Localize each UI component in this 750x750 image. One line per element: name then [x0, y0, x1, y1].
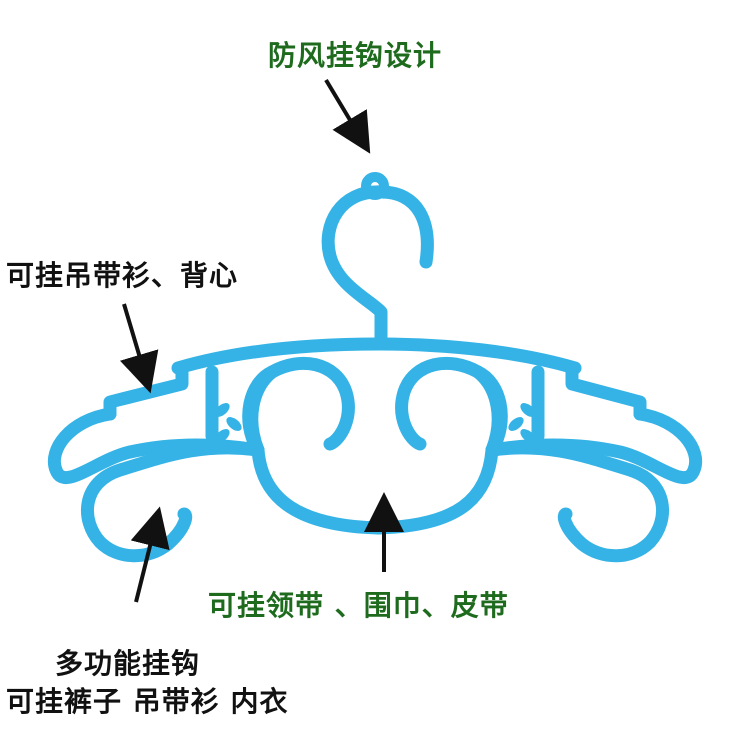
- arrow-to-shoulder: [124, 304, 146, 378]
- inner-right-heart: [478, 372, 498, 450]
- multi-hook-uses-label: 可挂裤子 吊带衫 内衣: [6, 680, 289, 720]
- right-shoulder: [572, 368, 640, 414]
- strap-vest-label: 可挂吊带衫、背心: [6, 254, 238, 294]
- arrow-to-hook: [326, 80, 362, 140]
- hook: [328, 192, 381, 344]
- collar-scarf-belt-label: 可挂领带 、围巾、皮带: [208, 584, 509, 624]
- center-bottom: [258, 450, 492, 528]
- inner-left-heart: [252, 372, 272, 450]
- top-bar: [178, 344, 575, 368]
- hook-curl: [381, 192, 427, 262]
- inner-right-curl: [402, 363, 478, 444]
- clothes-hanger: [54, 177, 695, 556]
- inner-left-curl: [272, 363, 348, 444]
- windproof-hook-label: 防风挂钩设计: [268, 34, 442, 74]
- multi-hook-label: 多功能挂钩: [55, 642, 200, 682]
